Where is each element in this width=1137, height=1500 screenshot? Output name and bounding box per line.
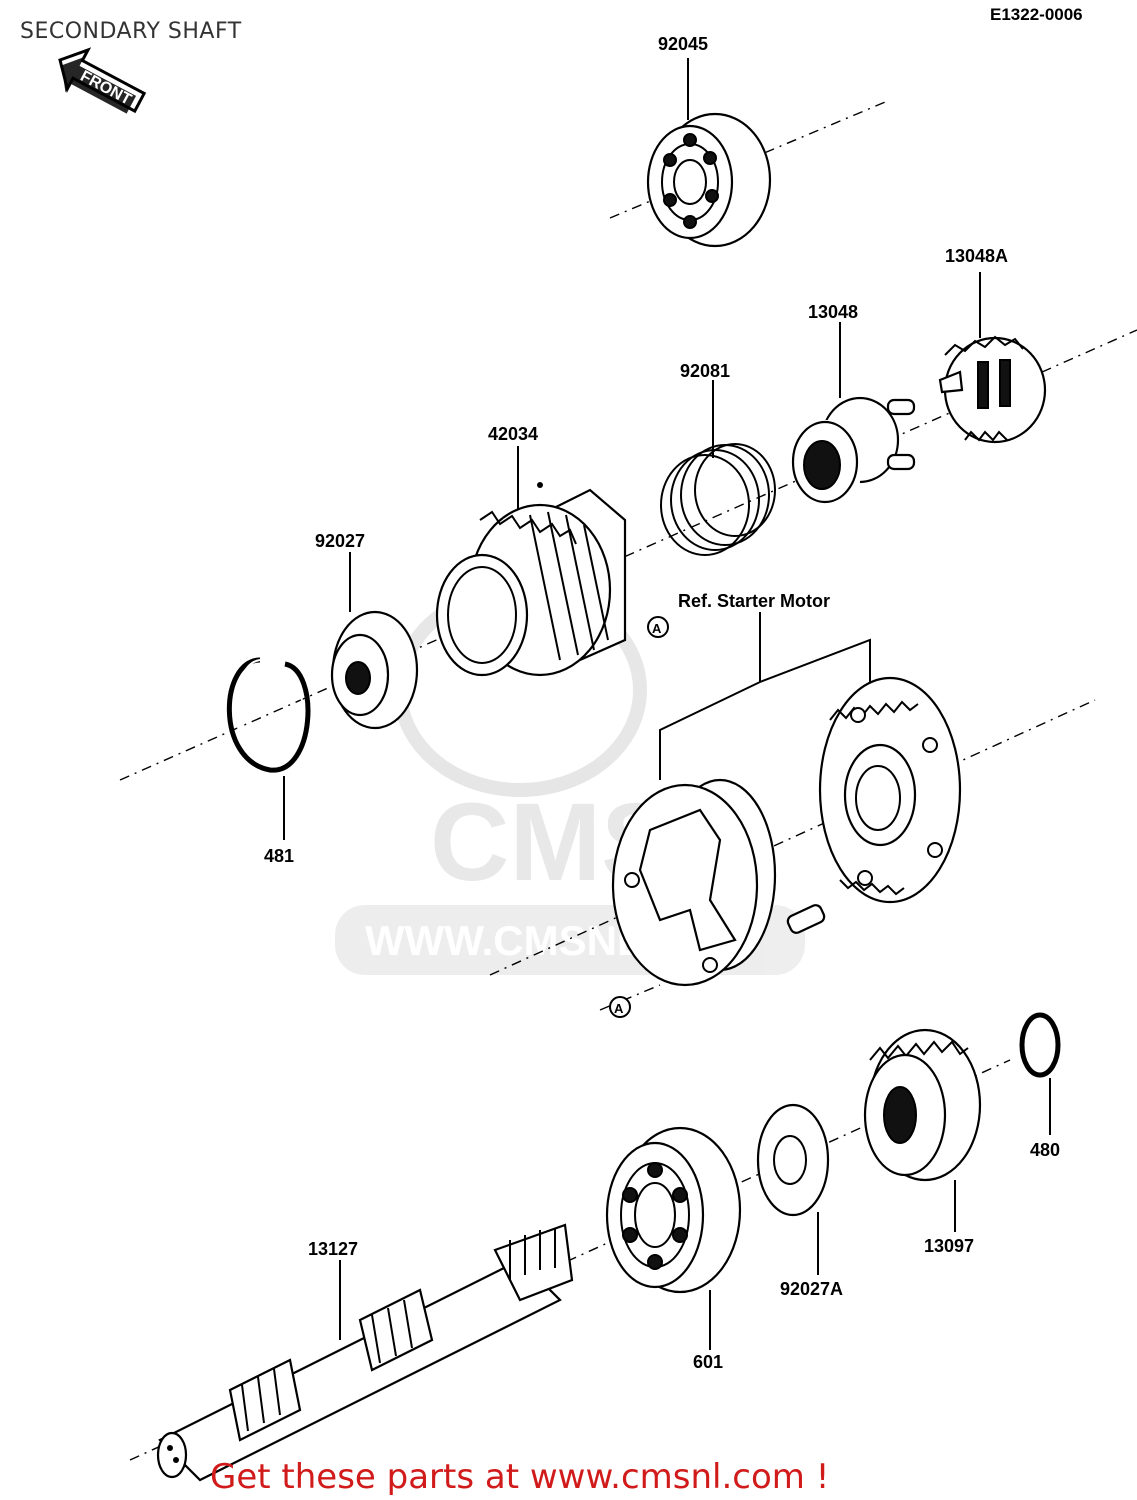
label-13048: 13048 <box>808 302 858 322</box>
label-13097: 13097 <box>924 1236 974 1256</box>
bearing-92045 <box>646 58 772 248</box>
collar-13048 <box>791 322 916 504</box>
washer-92027A <box>756 1103 830 1275</box>
svg-text:A: A <box>652 621 662 636</box>
label-92045: 92045 <box>658 34 708 54</box>
label-92081: 92081 <box>680 361 730 381</box>
svg-text:A: A <box>614 1001 624 1016</box>
label-481: 481 <box>264 846 294 866</box>
gear-13048A <box>938 272 1047 444</box>
starter-motor-bracket <box>659 612 871 780</box>
bearing-601 <box>605 1126 742 1350</box>
gear-13097 <box>863 1028 982 1232</box>
circlip-481 <box>226 657 311 840</box>
label-480: 480 <box>1030 1140 1060 1160</box>
shaft-13127 <box>156 1223 574 1482</box>
label-42034: 42034 <box>488 424 538 444</box>
marker-a-lower: A <box>609 996 631 1018</box>
starter-sprocket <box>818 676 962 904</box>
front-arrow-icon: FRONT <box>58 47 147 114</box>
label-13127: 13127 <box>308 1239 358 1259</box>
page-title: SECONDARY SHAFT <box>20 19 242 44</box>
spring-92081 <box>660 380 776 556</box>
gear-42034 <box>435 446 627 677</box>
marker-a-upper: A <box>647 616 669 638</box>
diagram-code: E1322-0006 <box>990 5 1083 24</box>
label-ref-starter-motor: Ref. Starter Motor <box>678 591 830 611</box>
washer-92027 <box>330 552 419 730</box>
label-92027A: 92027A <box>780 1279 843 1299</box>
label-13048A: 13048A <box>945 246 1008 266</box>
footer-promo-text: Get these parts at www.cmsnl.com ! <box>210 1457 829 1497</box>
label-92027: 92027 <box>315 531 365 551</box>
starter-clutch <box>611 778 826 987</box>
circlip-480 <box>1019 1012 1061 1135</box>
label-601: 601 <box>693 1352 723 1372</box>
